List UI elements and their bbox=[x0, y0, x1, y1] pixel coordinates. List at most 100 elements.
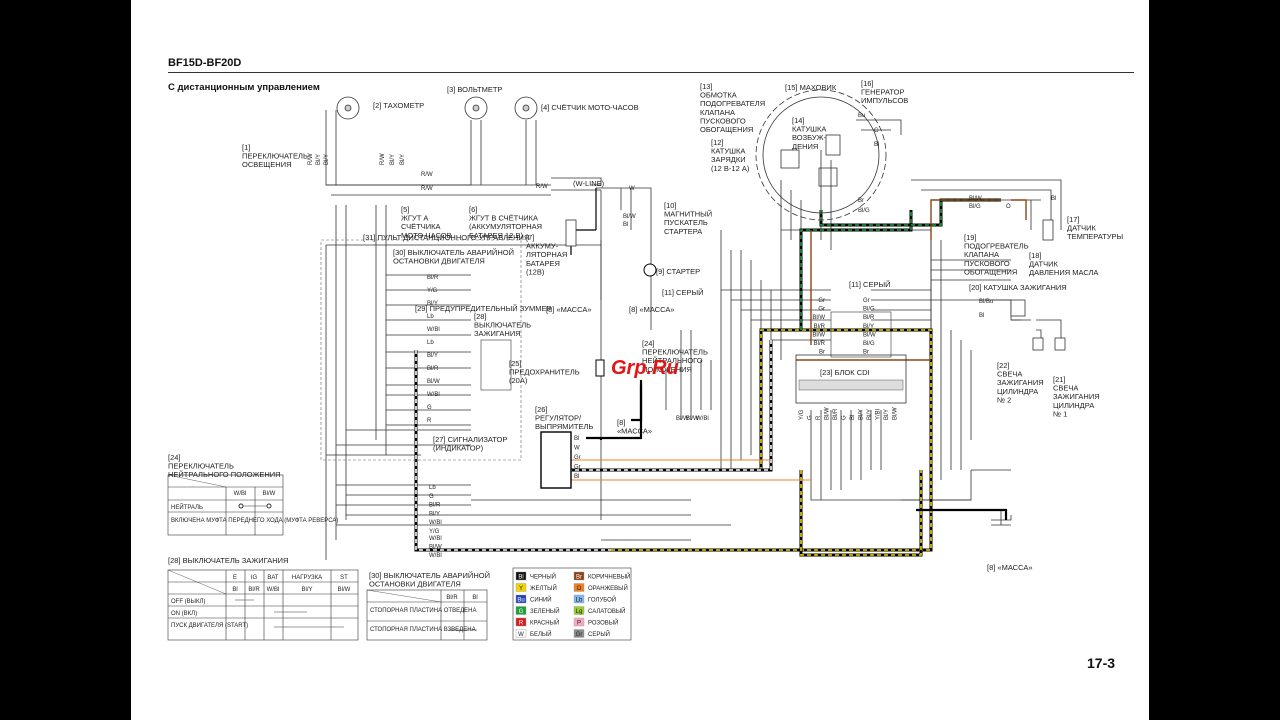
misc-wire-label: Bl/W bbox=[623, 214, 636, 220]
cdi-unit-box bbox=[795, 354, 907, 404]
legend-name: ГОЛУБОЙ bbox=[588, 596, 616, 604]
component-label-c31: [31] ПУЛЬТ ДИСТАНЦИОННОГО УПРАВЛЕНИЯ bbox=[363, 233, 529, 242]
component-label-wline: (W-LINE) bbox=[573, 179, 605, 188]
misc-wire-label: W bbox=[629, 186, 635, 192]
legend-name: КОРИЧНЕВЫЙ bbox=[588, 573, 630, 581]
component-label-c28: ВЫКЛЮЧАТЕЛЬ bbox=[474, 321, 531, 330]
component-label-c24: ПОЛОЖЕНИЯ bbox=[642, 365, 692, 374]
component-label-c26: ВЫПРЯМИТЕЛЬ bbox=[535, 422, 593, 431]
rw-wire-label: R/W bbox=[421, 172, 433, 178]
component-label-c9: [9] СТАРТЕР bbox=[656, 267, 700, 276]
component-label-c22: СВЕЧА bbox=[997, 370, 1022, 379]
legend-code: Br bbox=[576, 575, 582, 581]
legend-name: ЗЕЛЕНЫЙ bbox=[530, 607, 560, 615]
remote-wire-label: Bl/R bbox=[427, 275, 439, 281]
component-label-c21: № 1 bbox=[1053, 409, 1067, 418]
component-label-c28: ЗАЖИГАНИЯ bbox=[474, 329, 521, 338]
remote-wire-label: W/Bl bbox=[427, 327, 440, 333]
component-label-c8d: [8] «МАССА» bbox=[987, 563, 1033, 572]
legend-swatch bbox=[515, 594, 527, 604]
cdi-pin-label: G bbox=[808, 415, 814, 420]
gray-conn-right-label: Bl/W bbox=[863, 332, 876, 338]
ignition-table-color: W/Bl bbox=[267, 587, 280, 593]
component-label-c21: СВЕЧА bbox=[1053, 384, 1078, 393]
component-label-c16: ИМПУЛЬСОВ bbox=[861, 96, 908, 105]
flywheel-wire-label: Bl bbox=[874, 142, 879, 148]
component-label-c14: ДЕНИЯ bbox=[792, 142, 818, 151]
component-label-c10: МАГНИТНЫЙ bbox=[664, 210, 712, 219]
cdi-pin-label: G bbox=[842, 415, 848, 420]
regulator-box bbox=[540, 431, 572, 489]
stop-switch-table bbox=[366, 589, 488, 641]
remote-wire-label: Bl/Y bbox=[427, 301, 438, 307]
remote-wire-label: Y/G bbox=[427, 288, 438, 294]
sensor-wire-label: O bbox=[1006, 204, 1011, 210]
legend-name: БЕЛЫЙ bbox=[530, 630, 552, 638]
ignition-table-row: OFF (ВЫКЛ) bbox=[171, 599, 205, 605]
component-label-c13: ОБМОТКА bbox=[700, 91, 737, 100]
ignition-table-col: BAT bbox=[267, 575, 279, 581]
gray-conn-left-label: Bl/W bbox=[812, 315, 825, 321]
header-rule bbox=[168, 72, 1134, 73]
component-label-c6: [6] bbox=[469, 205, 477, 214]
legend-code: W bbox=[518, 632, 524, 638]
watermark: Grp.Ru bbox=[611, 357, 679, 379]
component-label-c21: ЦИЛИНДРА bbox=[1053, 401, 1094, 410]
meter-wire-label: Bl/Y bbox=[390, 154, 396, 165]
legend-name: ЧЕРНЫЙ bbox=[530, 573, 556, 581]
component-label-c2: [2] ТАХОМЕТР bbox=[373, 101, 424, 110]
component-label-c7: АККУМУ- bbox=[526, 242, 559, 251]
legend-code: Lg bbox=[576, 609, 583, 615]
gray-conn-left-label: Bl/W bbox=[812, 332, 825, 338]
component-label-c11b: [11] СЕРЫЙ bbox=[849, 280, 891, 289]
legend-code: Lb bbox=[576, 598, 583, 604]
neutral-table-col: Bl/W bbox=[263, 491, 276, 497]
spark-plug-2 bbox=[1032, 337, 1044, 351]
component-label-c30: [30] ВЫКЛЮЧАТЕЛЬ АВАРИЙНОЙ bbox=[393, 248, 514, 257]
legend-swatch bbox=[515, 629, 527, 638]
component-label-c16: ГЕНЕРАТОР bbox=[861, 88, 904, 97]
legend-swatch bbox=[515, 617, 527, 627]
legend-swatch bbox=[573, 571, 585, 581]
cdi-pin-label: R bbox=[816, 415, 822, 420]
ignition-table-row: ON (ВКЛ) bbox=[171, 611, 197, 617]
legend-name: СИНИЙ bbox=[530, 596, 552, 604]
remote-wire-label: Bl/Y bbox=[427, 353, 438, 359]
component-label-c23: [23] БЛОК CDI bbox=[820, 368, 870, 377]
component-label-c19: КЛАПАНА bbox=[964, 250, 999, 259]
component-label-c25: (20А) bbox=[509, 376, 528, 385]
remote-control-dashbox bbox=[320, 239, 522, 461]
component-label-c26: [26] bbox=[535, 405, 548, 414]
component-label-c24: [24] bbox=[642, 339, 655, 348]
component-label-c15: [15] МАХОВИК bbox=[785, 83, 837, 92]
component-label-c25: ПРЕДОХРАНИТЕЛЬ bbox=[509, 368, 580, 377]
component-label-c18: ДАТЧИК bbox=[1029, 260, 1058, 269]
legend-code: Gr bbox=[576, 632, 583, 638]
gray-conn-right-label: Gr bbox=[863, 298, 870, 304]
neutral-switch-table bbox=[167, 474, 284, 536]
component-label-c5: ЖГУТ А bbox=[401, 214, 428, 223]
meter-wire-label: Bl/Y bbox=[316, 154, 322, 165]
component-label-c8c: [8] bbox=[617, 418, 625, 427]
ignition-table-color: Bl/Y bbox=[301, 587, 312, 593]
cdi-pin-label: Bl/W bbox=[893, 407, 899, 420]
component-label-c21: ЗАЖИГАНИЯ bbox=[1053, 392, 1100, 401]
component-label-c27: (ИНДИКАТОР) bbox=[433, 444, 484, 453]
cdi-pin-label: Y/G bbox=[799, 409, 805, 420]
flywheel-wire-label: Br bbox=[858, 198, 864, 204]
component-label-c7: БАТАРЕЯ bbox=[526, 259, 560, 268]
remote-wire-label: Bl/W bbox=[427, 379, 440, 385]
stop-table-col: Bl bbox=[472, 595, 477, 601]
component-label-c18: ДАВЛЕНИЯ МАСЛА bbox=[1029, 268, 1098, 277]
flywheel-wire-label: Bu bbox=[858, 113, 865, 119]
ignition-table-row: ПУСК ДВИГАТЕЛЯ (START) bbox=[171, 623, 248, 629]
lower-wire-label: Bl/Y bbox=[429, 511, 440, 517]
gray-conn-right-label: Br bbox=[863, 350, 869, 356]
component-label-c5: [5] bbox=[401, 205, 409, 214]
ignition-table-col: E bbox=[233, 575, 237, 581]
misc-wire-label: W/Bl bbox=[696, 416, 709, 422]
legend-code: G bbox=[519, 609, 524, 615]
component-label-c12: ЗАРЯДКИ bbox=[711, 155, 746, 164]
lower-wire-label: W/Bl bbox=[429, 520, 442, 526]
